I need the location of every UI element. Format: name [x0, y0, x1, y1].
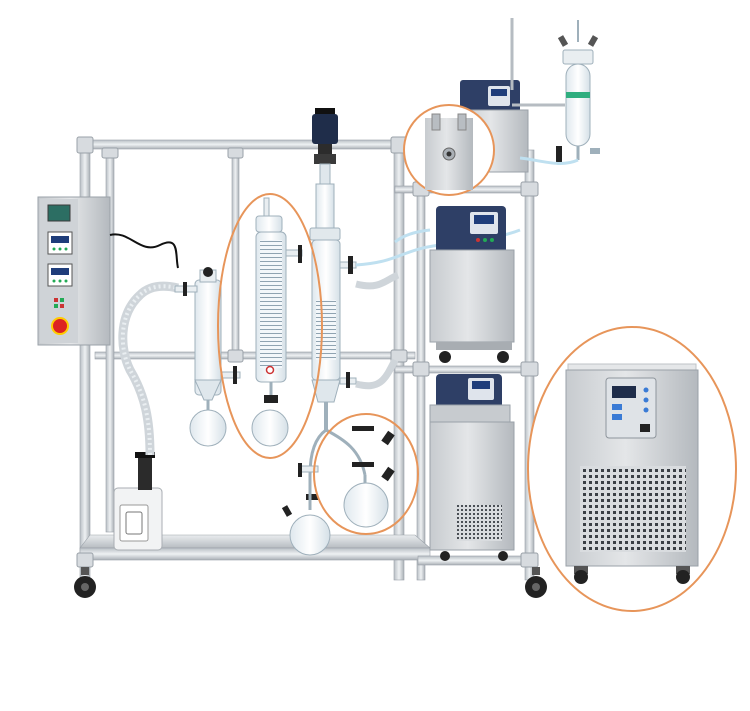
base-shelf — [76, 534, 539, 568]
motor-icon — [312, 114, 338, 144]
feed-funnel — [519, 20, 600, 165]
vacuum-pump — [113, 281, 180, 551]
condenser-column — [251, 197, 303, 447]
cold-trap — [174, 267, 241, 447]
chiller-detail — [527, 326, 737, 612]
emergency-stop-icon — [51, 317, 69, 335]
caster-wheels — [74, 567, 547, 598]
highlight-rings — [217, 104, 495, 535]
control-cabinet — [37, 196, 179, 346]
receiving-flasks — [281, 426, 395, 556]
heater-detail — [403, 104, 495, 196]
chiller-top — [394, 206, 515, 363]
chiller-bottom — [429, 374, 515, 561]
